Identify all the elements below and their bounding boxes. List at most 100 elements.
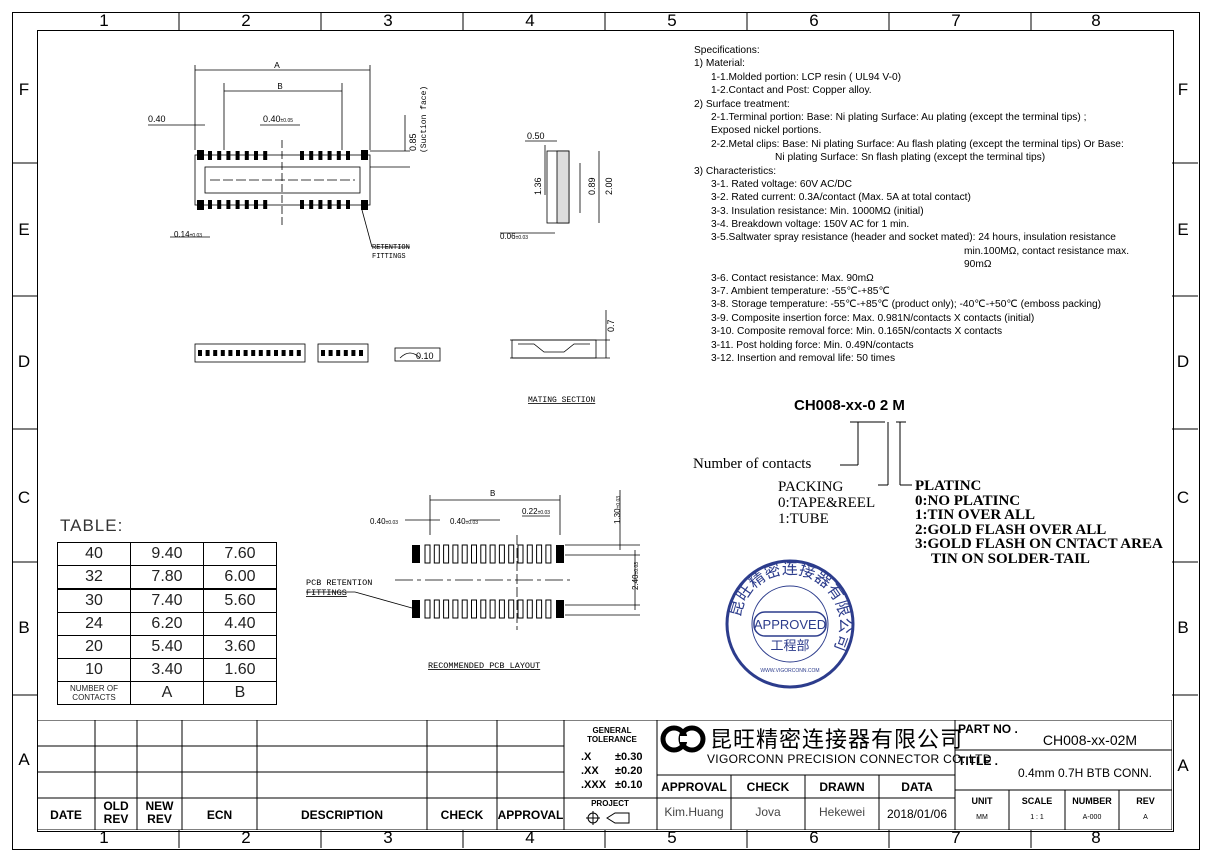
- contact-pin: [300, 200, 304, 209]
- contact-pad: [480, 544, 487, 564]
- contact-pad: [461, 544, 468, 564]
- pcb-dim-022: 0.22±0.03: [522, 507, 550, 516]
- contact-pad: [536, 599, 543, 619]
- spec-line: 3-4. Breakdown voltage: 150V AC for 1 mi…: [711, 219, 910, 231]
- pcb-layout-drawing: B 0.40±0.03 0.40±0.03 0.22±0.03 1.30±0.0…: [306, 489, 640, 671]
- contact-pin: [343, 350, 348, 356]
- zone-top-6: 6: [809, 11, 819, 30]
- specifications: Specifications:1) Material:1-1.Molded po…: [694, 44, 1194, 365]
- spec-line: Ni plating Surface: Sn flash plating (ex…: [775, 152, 1046, 164]
- spec-line: 2) Surface treatment:: [694, 98, 790, 110]
- contact-pin: [359, 350, 363, 356]
- mating-section-drawing: 0.7 MATING SECTION: [510, 310, 616, 405]
- dim-pitch-left: 0.40: [148, 114, 166, 124]
- sign-check-value: Jova: [755, 805, 781, 819]
- dim-flatness: 0.10: [416, 351, 434, 361]
- contact-pin: [336, 200, 341, 209]
- contact-pin: [309, 200, 314, 209]
- spec-line: 3-3. Insulation resistance: Min. 1000MΩ …: [711, 205, 924, 217]
- retention-fitting: [361, 200, 368, 210]
- contact-pin: [266, 350, 271, 356]
- legend-contacts: Number of contacts: [693, 456, 812, 472]
- zone-bottom-6: 6: [809, 828, 819, 847]
- zone-top-8: 8: [1091, 11, 1101, 30]
- spec-line: 1-1.Molded portion: LCP resin ( UL94 V-0…: [711, 71, 902, 83]
- meta-scale-value: 1 : 1: [1030, 814, 1044, 821]
- project-label: PROJECT: [591, 799, 629, 808]
- contact-pad: [424, 599, 431, 619]
- contact-pin: [258, 350, 263, 356]
- pcb-retention-label: PCB RETENTION: [306, 578, 372, 588]
- table-cell: 6.00: [203, 565, 277, 590]
- pcb-layout-label: RECOMMENDED PCB LAYOUT: [428, 661, 540, 671]
- zone-bottom-8: 8: [1091, 828, 1101, 847]
- contact-pad: [480, 599, 487, 619]
- spec-line: 3-9. Composite insertion force: Max. 0.9…: [711, 312, 1035, 324]
- contact-pad: [443, 544, 450, 564]
- sign-header-drawn: DRAWN: [819, 780, 865, 794]
- contact-pin: [296, 350, 301, 356]
- spec-line: 3-5.Saltwater spray resistance (header a…: [711, 232, 1116, 244]
- table-cell: 4.40: [203, 612, 277, 636]
- sign-header-check: CHECK: [746, 780, 790, 794]
- table-cell: 5.60: [203, 588, 277, 613]
- table-cell: 9.40: [130, 542, 204, 566]
- contact-pin: [254, 151, 258, 160]
- contact-pin: [300, 151, 304, 160]
- zone-top-3: 3: [383, 11, 393, 30]
- part-code: CH008-xx-0 2 M: [794, 397, 905, 414]
- spec-line: 3-6. Contact resistance: Max. 90mΩ: [711, 272, 874, 284]
- meta-header-number: NUMBER: [1072, 796, 1112, 806]
- spec-line: Exposed nickel portions.: [711, 125, 822, 137]
- spec-line: 3-10. Composite removal force: Min. 0.16…: [711, 326, 1003, 338]
- contact-pad: [508, 599, 515, 619]
- contact-pad: [443, 599, 450, 619]
- zone-left-C: C: [17, 488, 31, 507]
- contact-pad: [526, 544, 533, 564]
- meta-header-scale: SCALE: [1021, 796, 1053, 806]
- spec-line: 2-2.Metal clips: Base: Ni plating Surfac…: [711, 138, 1124, 150]
- contact-pin: [213, 350, 218, 356]
- outer-border: [12, 12, 1200, 850]
- contact-pad: [461, 599, 468, 619]
- rev-header-ecn: ECN: [206, 808, 233, 822]
- retention-fitting: [361, 150, 368, 160]
- contact-pin: [274, 350, 278, 356]
- sign-header-data: DATA: [901, 780, 933, 794]
- contact-pin: [327, 200, 332, 209]
- zone-right-E: E: [1177, 220, 1189, 239]
- contact-pad: [517, 599, 524, 619]
- zone-bottom-1: 1: [99, 828, 109, 847]
- zone-left-B: B: [18, 618, 30, 637]
- contact-pad: [424, 544, 431, 564]
- contact-pin: [251, 350, 256, 356]
- zone-right-F: F: [1177, 80, 1189, 99]
- table-cell: 7.40: [130, 588, 204, 613]
- contact-pin: [244, 200, 249, 209]
- dim-014: 0.14±0.03: [174, 230, 202, 239]
- contact-pin: [236, 350, 240, 356]
- sign-drawn-value: Hekewei: [818, 805, 866, 819]
- contact-pin: [198, 350, 202, 356]
- table-cell: 7.80: [130, 565, 204, 590]
- pcb-dim-130: 1.30±0.03: [613, 496, 622, 524]
- contact-pin: [226, 200, 231, 209]
- general-tolerance-title: GENERAL TOLERANCE: [587, 726, 637, 744]
- table-footer-cell: NUMBER OF CONTACTS: [57, 681, 131, 705]
- retention-pad: [556, 600, 564, 618]
- retention-pad: [556, 545, 564, 563]
- dim-050: 0.50: [527, 131, 545, 141]
- contact-pin: [309, 151, 314, 160]
- contact-pad: [498, 599, 505, 619]
- vigorconn-logo-icon: [660, 725, 706, 753]
- legend-packing: PACKING 0:TAPE&REEL 1:TUBE: [778, 479, 876, 527]
- zone-top-5: 5: [667, 11, 677, 30]
- zone-left-A: A: [18, 750, 30, 769]
- contact-pin: [281, 350, 286, 356]
- stamp-dept: 工程部: [770, 639, 809, 654]
- contact-pad: [489, 544, 496, 564]
- table-cell: 10: [57, 658, 131, 682]
- zone-left-F: F: [18, 80, 30, 99]
